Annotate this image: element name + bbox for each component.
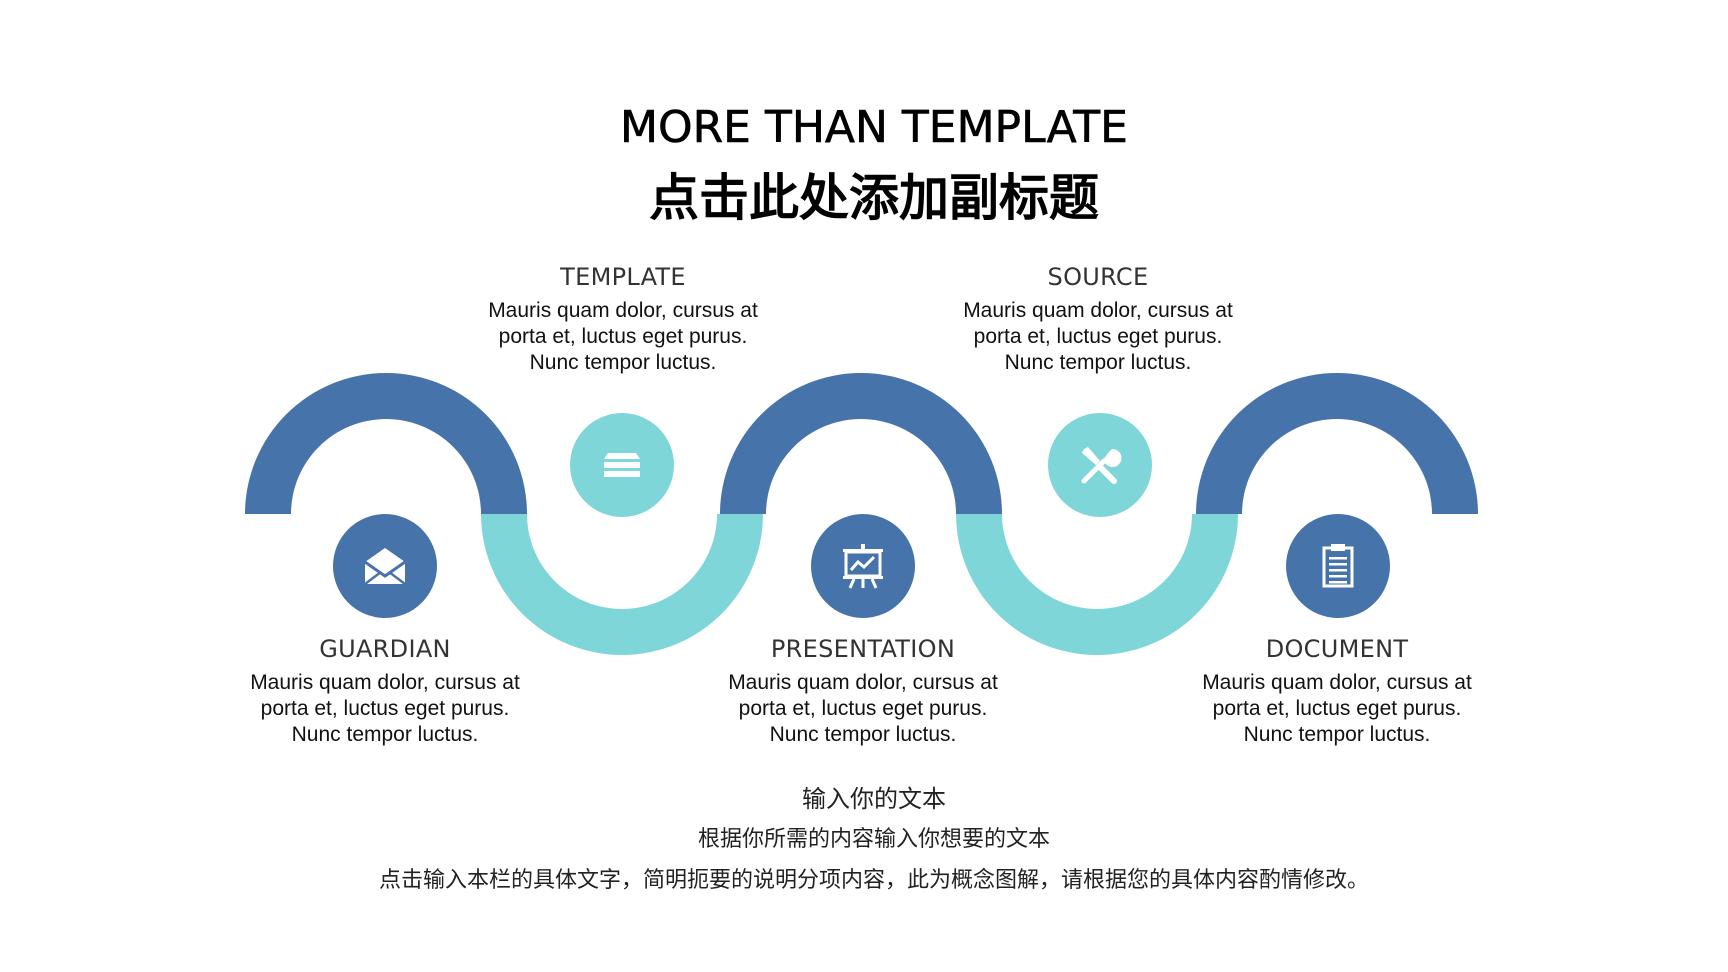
slide-subtitle[interactable]: 点击此处添加副标题 (649, 169, 1099, 227)
footer-line-2[interactable]: 根据你所需的内容输入你想要的文本 (697, 827, 1050, 852)
step-desc-document[interactable]: Mauris quam dolor, cursus at porta et, l… (1202, 671, 1472, 746)
source-icon-circle[interactable] (1048, 413, 1152, 517)
envelope-icon (364, 548, 406, 585)
upper-arch-1 (245, 373, 527, 514)
step-title-guardian[interactable]: GUARDIAN (319, 635, 451, 663)
template-icon-circle[interactable] (570, 413, 674, 517)
presentation-chart-icon (843, 544, 883, 589)
step-title-presentation[interactable]: PRESENTATION (770, 635, 956, 663)
tools-icon (1081, 447, 1122, 484)
slide-title[interactable]: MORE THAN TEMPLATE (620, 102, 1129, 154)
step-title-source[interactable]: SOURCE (1047, 263, 1149, 291)
upper-arch-2 (720, 373, 1002, 514)
lower-arch-2 (956, 514, 1238, 655)
step-desc-guardian[interactable]: Mauris quam dolor, cursus at porta et, l… (250, 671, 520, 746)
step-title-template[interactable]: TEMPLATE (560, 263, 686, 291)
document-icon-circle[interactable] (1286, 514, 1390, 618)
step-desc-template[interactable]: Mauris quam dolor, cursus at porta et, l… (488, 299, 758, 374)
lower-arch-1 (481, 514, 763, 655)
clipboard-icon (1322, 544, 1354, 588)
step-desc-presentation[interactable]: Mauris quam dolor, cursus at porta et, l… (728, 671, 998, 746)
layers-icon (604, 453, 640, 477)
step-desc-source[interactable]: Mauris quam dolor, cursus at porta et, l… (963, 299, 1233, 374)
presentation-icon-circle[interactable] (811, 514, 915, 618)
step-title-document[interactable]: DOCUMENT (1265, 635, 1409, 663)
footer-line-1[interactable]: 输入你的文本 (802, 785, 946, 813)
footer-line-3[interactable]: 点击输入本栏的具体文字，简明扼要的说明分项内容，此为概念图解，请根据您的具体内容… (378, 868, 1369, 893)
guardian-icon-circle[interactable] (333, 514, 437, 618)
upper-arch-3 (1196, 373, 1478, 514)
